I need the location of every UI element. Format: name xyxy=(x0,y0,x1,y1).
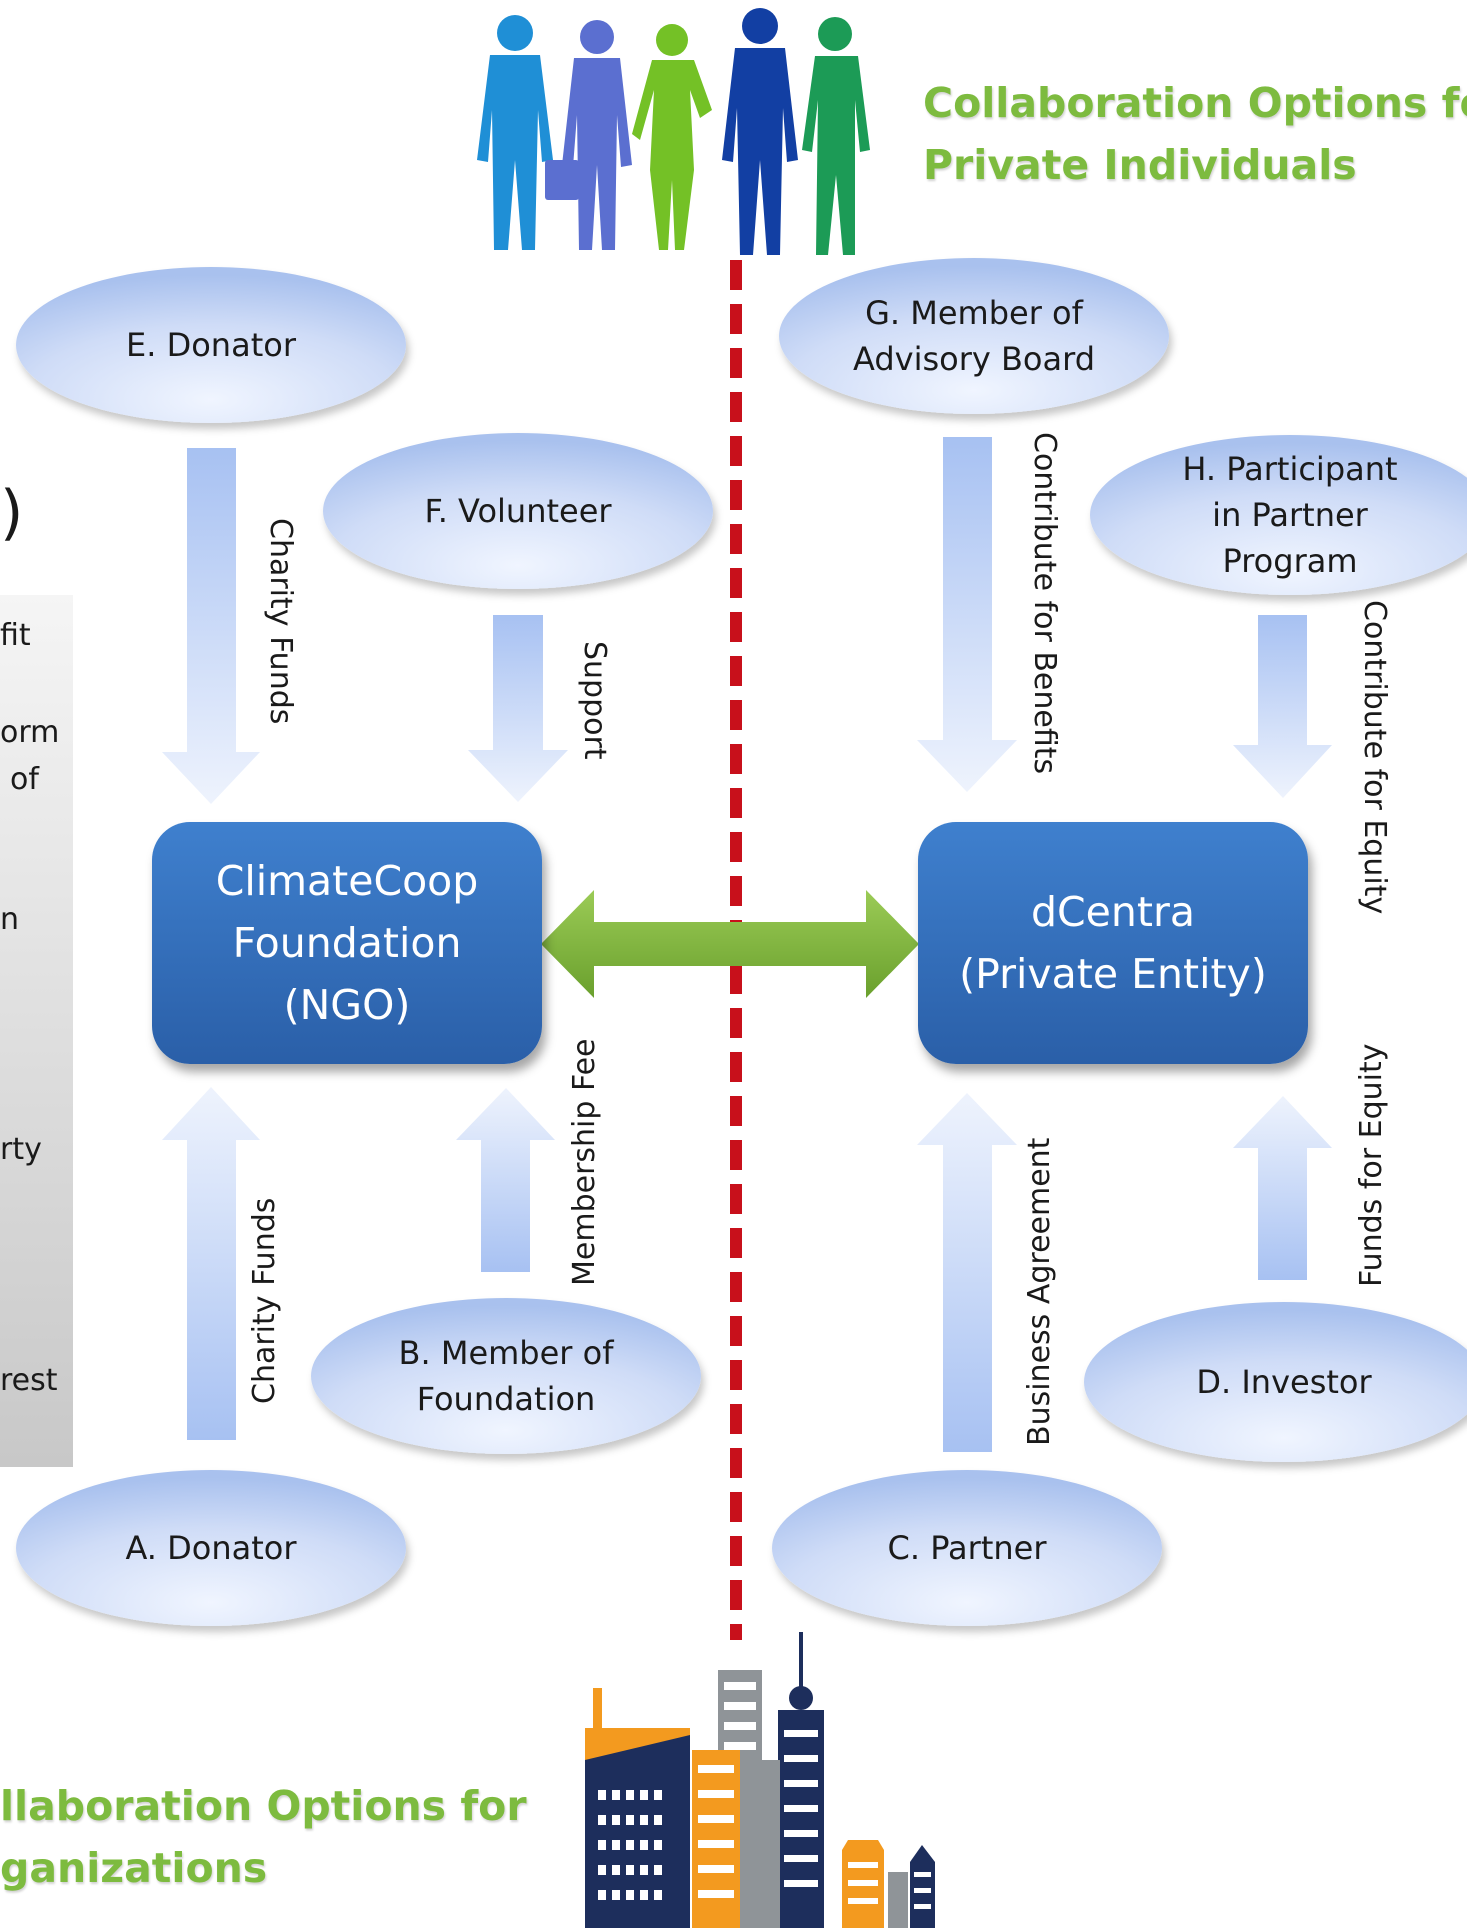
people-silhouettes-icon xyxy=(477,8,870,255)
sidebar-fragment: rty xyxy=(0,1132,42,1167)
entity-label: dCentra xyxy=(1031,888,1195,936)
flow-label-support: Support xyxy=(577,641,612,760)
entity-label: Foundation xyxy=(232,919,462,967)
entity-label: ClimateCoop xyxy=(215,857,479,905)
heading-line: Collaboration Options for xyxy=(923,79,1467,127)
sidebar-fragment: of xyxy=(10,762,39,797)
flow-label-business-agreement: Business Agreement xyxy=(1022,1137,1057,1446)
sidebar-fragment: orm xyxy=(0,715,60,750)
flow-label-contribute-equity: Contribute for Equity xyxy=(1357,600,1392,915)
entity-label: (Private Entity) xyxy=(959,950,1267,998)
node-f-volunteer: F. Volunteer xyxy=(323,433,713,589)
node-label: in Partner xyxy=(1212,496,1368,534)
individuals-heading: Collaboration Options for Private Indivi… xyxy=(923,72,1467,196)
entity-private-box: dCentra (Private Entity) xyxy=(918,822,1308,1064)
node-label: H. Participant xyxy=(1182,450,1398,488)
left-sidebar-panel xyxy=(0,595,73,1467)
up-arrows xyxy=(162,1087,1332,1452)
down-arrows xyxy=(162,437,1332,804)
sidebar-fragment: fit xyxy=(0,618,31,653)
flow-label-membership-fee: Membership Fee xyxy=(567,1038,602,1287)
node-label: Foundation xyxy=(416,1380,596,1418)
node-label: B. Member of xyxy=(398,1334,614,1372)
node-label: G. Member of xyxy=(865,294,1083,332)
bidirectional-arrow xyxy=(541,890,919,998)
node-h-participant: H. Participant in Partner Program xyxy=(1090,435,1467,595)
flow-label-charity-funds-top: Charity Funds xyxy=(263,518,298,725)
node-d-investor: D. Investor xyxy=(1084,1302,1467,1462)
flow-label-charity-funds-bottom: Charity Funds xyxy=(247,1197,282,1404)
flow-label-contribute-benefits: Contribute for Benefits xyxy=(1027,432,1062,775)
node-b-member-of-foundation: B. Member of Foundation xyxy=(311,1298,701,1454)
node-g-advisory-board: G. Member of Advisory Board xyxy=(779,258,1169,414)
city-buildings-icon xyxy=(585,1632,935,1928)
node-a-donator: A. Donator xyxy=(16,1470,406,1626)
node-label: C. Partner xyxy=(887,1529,1047,1567)
node-label: E. Donator xyxy=(126,326,296,364)
node-e-donator: E. Donator xyxy=(16,267,406,423)
node-label: Advisory Board xyxy=(852,340,1096,378)
organizations-heading: llaboration Options for ganizations xyxy=(0,1775,527,1899)
entity-label: (NGO) xyxy=(283,981,411,1029)
flow-label-funds-equity: Funds for Equity xyxy=(1354,1043,1389,1287)
oval-shapes xyxy=(16,258,1467,1626)
node-c-partner: C. Partner xyxy=(772,1470,1162,1626)
sidebar-fragment: n xyxy=(0,902,20,937)
heading-line: ganizations xyxy=(0,1844,268,1892)
heading-line: llaboration Options for xyxy=(0,1782,527,1830)
node-label: F. Volunteer xyxy=(424,492,612,530)
node-label: Program xyxy=(1222,542,1358,580)
sidebar-fragment: rest xyxy=(0,1363,58,1398)
node-label: D. Investor xyxy=(1196,1363,1372,1401)
entity-ngo-box: ClimateCoop Foundation (NGO) xyxy=(152,822,542,1064)
sidebar-fragment: ) xyxy=(0,478,24,548)
heading-line: Private Individuals xyxy=(923,141,1357,189)
node-label: A. Donator xyxy=(125,1529,297,1567)
